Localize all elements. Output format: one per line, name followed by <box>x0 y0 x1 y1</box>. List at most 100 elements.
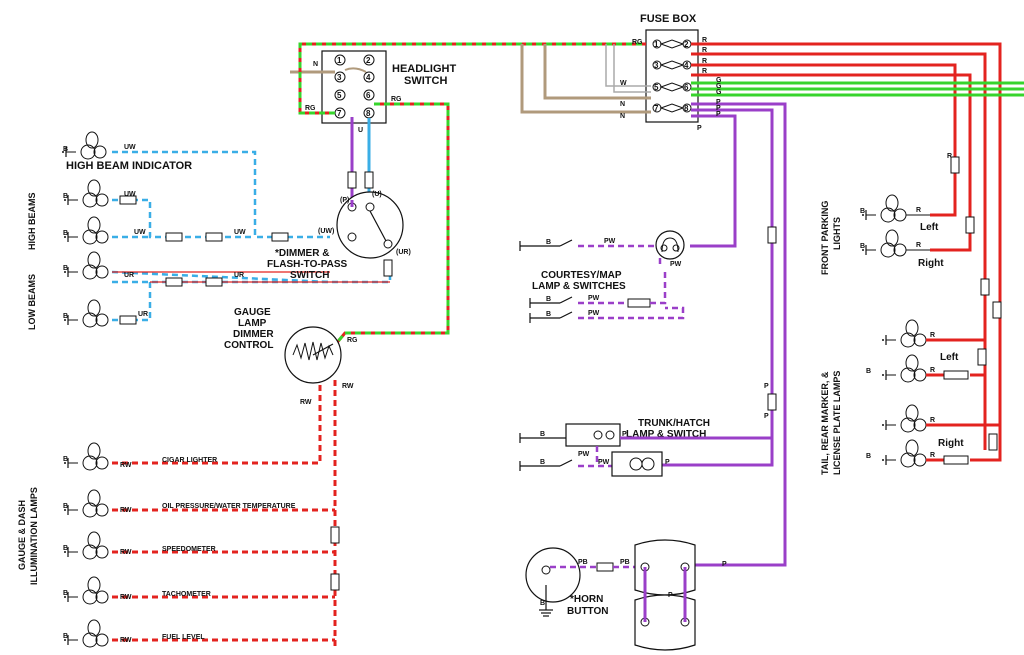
svg-text:R: R <box>930 452 935 459</box>
svg-text:(P): (P) <box>340 197 349 204</box>
svg-text:3: 3 <box>337 73 342 82</box>
headlight-switch <box>321 50 387 124</box>
svg-text:6: 6 <box>684 83 689 92</box>
svg-text:B: B <box>546 311 551 318</box>
svg-text:B: B <box>860 208 865 215</box>
fuse-feed-wires <box>520 44 651 114</box>
svg-text:4: 4 <box>366 73 371 82</box>
svg-text:B: B <box>63 545 68 552</box>
svg-text:RW: RW <box>300 399 312 406</box>
svg-text:RG: RG <box>632 39 643 46</box>
svg-text:UR: UR <box>138 311 148 318</box>
svg-text:R: R <box>702 37 707 44</box>
headlight-wires <box>290 42 646 346</box>
horn <box>525 539 696 651</box>
svg-text:RW: RW <box>120 637 132 644</box>
svg-text:RW: RW <box>120 507 132 514</box>
svg-text:B: B <box>866 453 871 460</box>
svg-text:8: 8 <box>366 109 371 118</box>
courtesy-label-1: COURTESY/MAP <box>541 270 622 281</box>
svg-text:R: R <box>702 58 707 65</box>
svg-text:2: 2 <box>366 56 371 65</box>
svg-text:W: W <box>620 80 627 87</box>
svg-text:(UR): (UR) <box>396 249 411 256</box>
rear-right-label: Right <box>938 438 964 449</box>
svg-text:PB: PB <box>578 559 588 566</box>
tachometer-label: TACHOMETER <box>162 591 211 598</box>
svg-text:B: B <box>63 633 68 640</box>
svg-text:B: B <box>63 265 68 272</box>
gauge-dash-label-1: GAUGE & DASH <box>17 500 27 570</box>
svg-text:RG: RG <box>391 96 402 103</box>
svg-text:RW: RW <box>120 594 132 601</box>
svg-text:G: G <box>716 83 722 90</box>
front-left-label: Left <box>920 222 939 233</box>
front-parking-label-2: LIGHTS <box>832 217 842 250</box>
svg-text:PW: PW <box>578 451 590 458</box>
svg-text:P: P <box>716 111 721 118</box>
courtesy-label-2: LAMP & SWITCHES <box>532 281 626 292</box>
dimmer-label-1: *DIMMER & <box>275 248 329 259</box>
headlight-switch-terminals: 1 2 3 4 5 6 7 8 <box>334 54 375 119</box>
svg-text:G: G <box>716 89 722 96</box>
svg-text:R: R <box>702 68 707 75</box>
svg-text:B: B <box>63 193 68 200</box>
svg-text:B: B <box>63 590 68 597</box>
svg-text:UW: UW <box>234 229 246 236</box>
svg-text:PW: PW <box>588 310 600 317</box>
svg-text:7: 7 <box>654 104 659 113</box>
svg-text:P: P <box>622 431 627 438</box>
svg-text:RW: RW <box>120 549 132 556</box>
svg-text:B: B <box>63 146 68 153</box>
svg-text:U: U <box>358 127 363 134</box>
rear-left-label: Left <box>940 352 959 363</box>
svg-text:P: P <box>722 561 727 568</box>
tail-label-1: TAIL, REAR MARKER, & <box>820 371 830 475</box>
svg-text:B: B <box>546 296 551 303</box>
low-beams-label: LOW BEAMS <box>27 274 37 330</box>
fuel-level-label: FUEL LEVEL <box>162 634 205 641</box>
svg-text:B: B <box>540 431 545 438</box>
svg-text:UW: UW <box>124 191 136 198</box>
gauge-dash-label-2: ILLUMINATION LAMPS <box>29 487 39 585</box>
horn-label-2: BUTTON <box>567 606 608 617</box>
svg-text:R: R <box>916 207 921 214</box>
svg-text:R: R <box>930 332 935 339</box>
svg-text:UW: UW <box>134 229 146 236</box>
trunk-label-2: LAMP & SWITCH <box>626 429 706 440</box>
svg-text:RW: RW <box>342 383 354 390</box>
front-parking-label-1: FRONT PARKING <box>820 201 830 275</box>
svg-text:B: B <box>63 456 68 463</box>
tail-label-2: LICENSE PLATE LAMPS <box>832 371 842 475</box>
svg-text:R: R <box>947 153 952 160</box>
fuse-box-terminals: 1 2 3 4 5 6 7 8 <box>652 39 692 113</box>
svg-text:5: 5 <box>337 91 342 100</box>
svg-text:N: N <box>620 113 625 120</box>
svg-text:4: 4 <box>684 61 689 70</box>
headlight-switch-label-1: HEADLIGHT <box>392 63 456 75</box>
svg-text:B: B <box>540 459 545 466</box>
svg-text:(UW): (UW) <box>318 228 334 235</box>
oil-pressure-label: OIL PRESSURE/WATER TEMPERATURE <box>162 503 296 510</box>
svg-text:PW: PW <box>588 295 600 302</box>
svg-text:B: B <box>860 243 865 250</box>
svg-text:1: 1 <box>337 56 342 65</box>
gauge-label-3: DIMMER <box>233 329 274 340</box>
high-beam-indicator-label: HIGH BEAM INDICATOR <box>66 160 192 172</box>
cigar-lighter-label: CIGAR LIGHTER <box>162 457 217 464</box>
dimmer-label-2: FLASH-TO-PASS <box>267 259 348 270</box>
svg-text:B: B <box>63 230 68 237</box>
svg-text:B: B <box>63 503 68 510</box>
svg-text:PW: PW <box>604 238 616 245</box>
svg-text:(U): (U) <box>372 191 382 198</box>
svg-text:N: N <box>620 101 625 108</box>
gauge-label-2: LAMP <box>238 318 267 329</box>
svg-text:P: P <box>697 125 702 132</box>
svg-text:B: B <box>63 313 68 320</box>
svg-text:UR: UR <box>234 272 244 279</box>
svg-text:B: B <box>546 239 551 246</box>
svg-text:B: B <box>540 600 545 607</box>
svg-text:P: P <box>716 105 721 112</box>
svg-text:R: R <box>930 367 935 374</box>
svg-text:1: 1 <box>654 40 659 49</box>
